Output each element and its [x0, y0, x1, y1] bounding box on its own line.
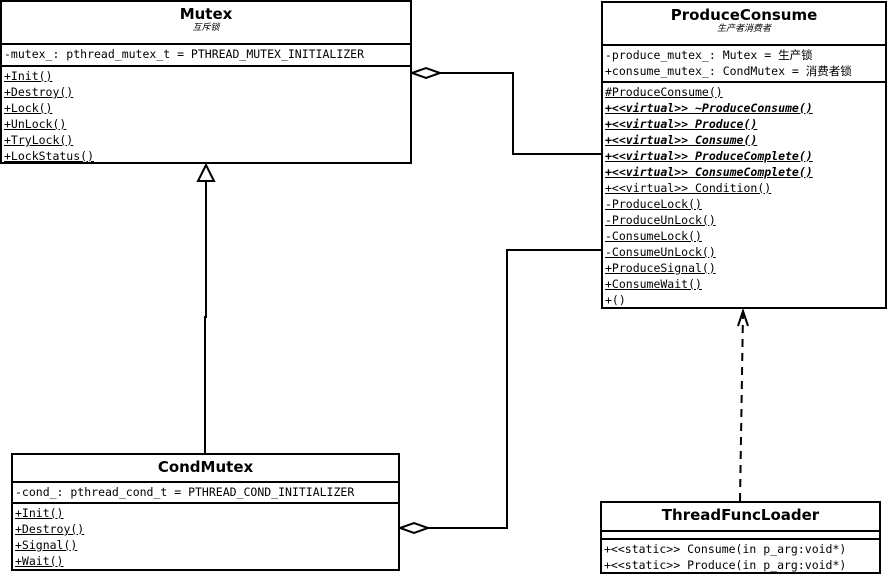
- attribute: +consume_mutex_: CondMutex = 消费者锁: [605, 64, 852, 78]
- class-thread-func-loader-operations: +<<static>> Consume(in p_arg:void*) +<<s…: [602, 540, 879, 572]
- aggregation-diamond-condmutex: [397, 521, 431, 535]
- operation: -ConsumeUnLock(): [605, 245, 716, 259]
- operation: +TryLock(): [4, 133, 74, 147]
- class-mutex-attributes: -mutex_: pthread_mutex_t = PTHREAD_MUTEX…: [2, 45, 410, 67]
- operation: +ProduceSignal(): [605, 261, 716, 275]
- operation: +<<virtual>> Produce(): [605, 117, 758, 131]
- operation: +<<virtual>> Condition(): [605, 181, 772, 195]
- class-cond-mutex-name: CondMutex: [157, 458, 254, 476]
- operation: +UnLock(): [4, 117, 67, 131]
- operation: +Wait(): [15, 554, 64, 568]
- dependency-line: [739, 311, 744, 502]
- attribute: -cond_: pthread_cond_t = PTHREAD_COND_IN…: [15, 485, 355, 499]
- operation: +Signal(): [15, 538, 78, 552]
- operation: -ProduceLock(): [605, 197, 702, 211]
- operation: +Init(): [4, 69, 53, 83]
- class-produce-consume-name: ProduceConsume: [670, 6, 818, 24]
- attribute: -mutex_: pthread_mutex_t = PTHREAD_MUTEX…: [4, 47, 365, 61]
- operation: +Destroy(): [15, 522, 85, 536]
- operation: -ProduceUnLock(): [605, 213, 716, 227]
- operation: +<<static>> Consume(in p_arg:void*): [604, 542, 847, 556]
- class-produce-consume-header: ProduceConsume 生产者消费者: [603, 3, 885, 46]
- operation: +Lock(): [4, 101, 53, 115]
- class-thread-func-loader-name: ThreadFuncLoader: [661, 506, 820, 524]
- operation: +<<virtual>> ProduceComplete(): [605, 149, 813, 163]
- operation: +Init(): [15, 506, 64, 520]
- class-produce-consume[interactable]: ProduceConsume 生产者消费者 -produce_mutex_: M…: [601, 1, 887, 309]
- class-cond-mutex-attributes: -cond_: pthread_cond_t = PTHREAD_COND_IN…: [13, 483, 398, 504]
- class-produce-consume-operations: #ProduceConsume() +<<virtual>> ~ProduceC…: [603, 83, 885, 307]
- operation: +(): [605, 293, 626, 307]
- operation: +ConsumeWait(): [605, 277, 702, 291]
- operation: +<<virtual>> Consume(): [605, 133, 758, 147]
- class-thread-func-loader[interactable]: ThreadFuncLoader +<<static>> Consume(in …: [600, 501, 881, 574]
- class-thread-func-loader-attributes: [602, 532, 879, 540]
- aggregation-diamond-mutex: [409, 66, 443, 80]
- class-mutex-stereotype: 互斥锁: [192, 23, 220, 33]
- class-cond-mutex[interactable]: CondMutex -cond_: pthread_cond_t = PTHRE…: [11, 453, 400, 571]
- generalization-line: [204, 181, 207, 453]
- operation: +Destroy(): [4, 85, 74, 99]
- operation: +<<static>> Produce(in p_arg:void*): [604, 558, 847, 572]
- operation: -ConsumeLock(): [605, 229, 702, 243]
- aggregation-line-condmutex: [428, 249, 601, 529]
- attribute: -produce_mutex_: Mutex = 生产锁: [605, 48, 813, 62]
- aggregation-line-mutex: [440, 72, 601, 155]
- class-cond-mutex-header: CondMutex: [13, 455, 398, 483]
- class-produce-consume-attributes: -produce_mutex_: Mutex = 生产锁 +consume_mu…: [603, 46, 885, 83]
- class-mutex-header: Mutex 互斥锁: [2, 2, 410, 45]
- class-thread-func-loader-header: ThreadFuncLoader: [602, 503, 879, 532]
- operation: +LockStatus(): [4, 149, 95, 163]
- generalization-arrowhead: [196, 162, 216, 182]
- class-produce-consume-stereotype: 生产者消费者: [716, 24, 771, 34]
- operation: #ProduceConsume(): [605, 85, 723, 99]
- class-mutex[interactable]: Mutex 互斥锁 -mutex_: pthread_mutex_t = PTH…: [0, 0, 412, 164]
- class-mutex-operations: +Init() +Destroy() +Lock() +UnLock() +Tr…: [2, 67, 410, 163]
- dependency-arrowhead: [737, 307, 749, 327]
- class-mutex-name: Mutex: [179, 5, 233, 23]
- operation: +<<virtual>> ConsumeComplete(): [605, 165, 813, 179]
- operation: +<<virtual>> ~ProduceConsume(): [605, 101, 813, 115]
- class-cond-mutex-operations: +Init() +Destroy() +Signal() +Wait(): [13, 504, 398, 569]
